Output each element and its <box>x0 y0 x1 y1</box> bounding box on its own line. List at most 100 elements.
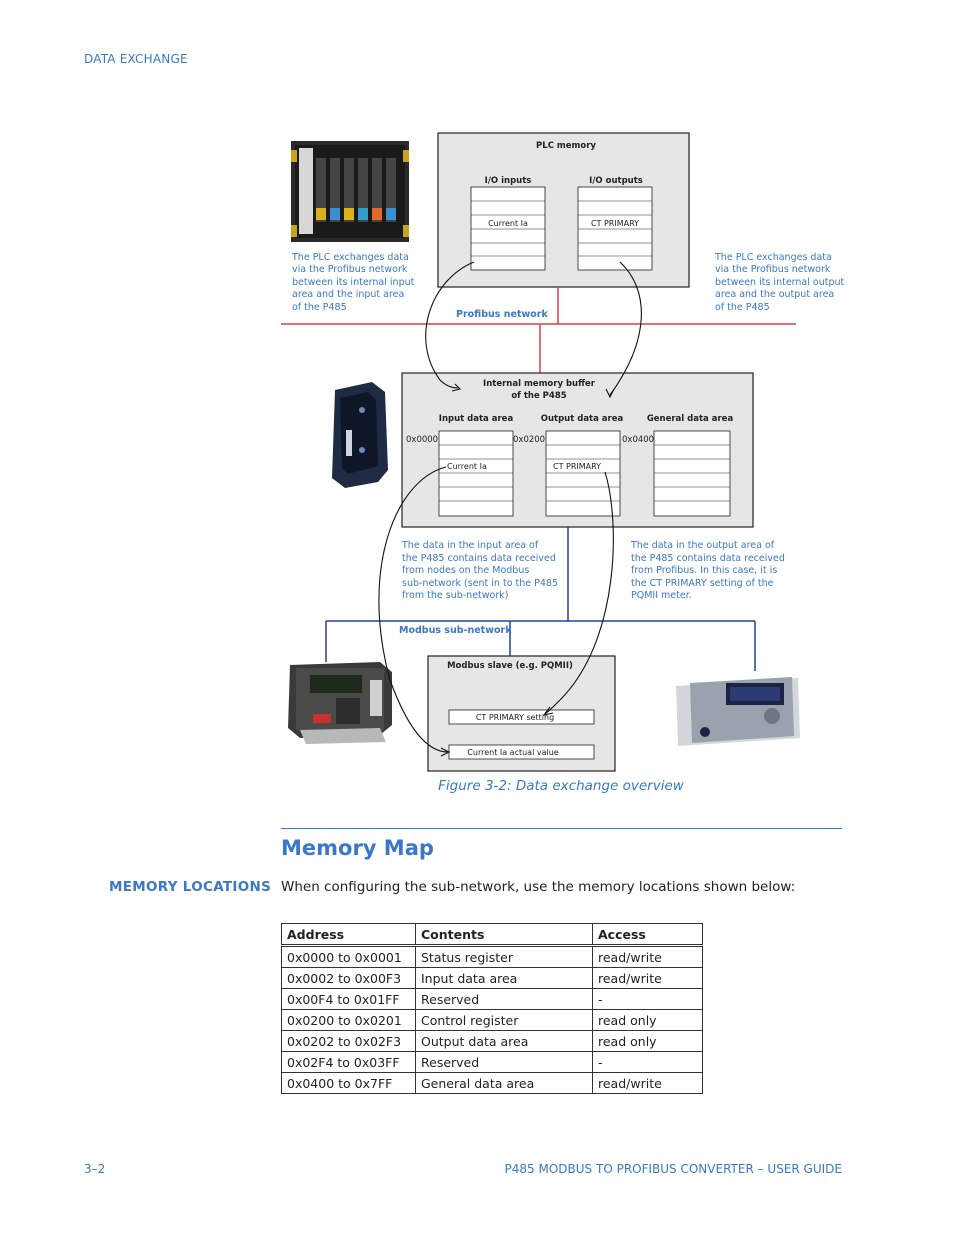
col-access: Access <box>592 923 703 947</box>
cell-access: read only <box>592 1009 703 1031</box>
note-input-line: the P485 contains data received <box>402 553 556 564</box>
note-right-line: of the P485 <box>715 302 770 313</box>
cell-contents: Control register <box>415 1009 593 1031</box>
output-area-table <box>545 430 621 517</box>
note-left-line: between its internal input <box>292 277 415 288</box>
note-right-line: area and the output area <box>715 289 834 300</box>
table-row: 0x0200 to 0x0201 Control register read o… <box>281 1009 703 1031</box>
addr-general: 0x0400 <box>622 435 654 445</box>
io-inputs-label: I/O inputs <box>485 176 532 186</box>
cell-access: read/write <box>592 967 703 989</box>
page-number: 3–2 <box>84 1162 106 1176</box>
io-inputs-table <box>470 186 546 271</box>
cell-contents: Reserved <box>415 988 593 1010</box>
memory-locations-table: Address Contents Access 0x0000 to 0x0001… <box>281 923 703 1094</box>
note-output-area: The data in the output area of the P485 … <box>630 540 785 601</box>
note-right-line: via the Profibus network <box>715 264 831 275</box>
cell-address: 0x00F4 to 0x01FF <box>281 988 416 1010</box>
cell-contents: Input data area <box>415 967 593 989</box>
table-row: 0x00F4 to 0x01FF Reserved - <box>281 988 703 1010</box>
footer-title: P485 MODBUS TO PROFIBUS CONVERTER – USER… <box>504 1162 842 1176</box>
note-left-line: via the Profibus network <box>292 264 408 275</box>
table-header-row: Address Contents Access <box>281 923 703 947</box>
plc-output-cell: CT PRIMARY <box>591 219 639 228</box>
table-row: 0x0002 to 0x00F3 Input data area read/wr… <box>281 967 703 989</box>
cell-address: 0x0400 to 0x7FF <box>281 1072 416 1094</box>
table-row: 0x0202 to 0x02F3 Output data area read o… <box>281 1030 703 1052</box>
cell-access: read/write <box>592 1072 703 1094</box>
note-left-line: area and the input area <box>292 289 404 300</box>
cell-address: 0x0002 to 0x00F3 <box>281 967 416 989</box>
note-input-line: from nodes on the Modbus <box>402 565 529 576</box>
section-title: Memory Map <box>281 836 434 860</box>
profibus-label: Profibus network <box>456 309 548 320</box>
plc-memory-box: PLC memory I/O inputs I/O outputs Curren… <box>437 132 690 288</box>
section-rule <box>281 828 842 829</box>
note-right: The PLC exchanges data via the Profibus … <box>714 252 845 313</box>
note-output-line: the P485 contains data received <box>631 553 785 564</box>
output-area-label: Output data area <box>541 414 624 424</box>
addr-input: 0x0000 <box>406 435 438 445</box>
data-exchange-diagram: PLC memory I/O inputs I/O outputs Curren… <box>281 132 845 772</box>
note-right-line: The PLC exchanges data <box>714 252 832 263</box>
io-outputs-label: I/O outputs <box>589 176 643 186</box>
cell-contents: Status register <box>415 945 593 968</box>
buffer-title-line1: Internal memory buffer <box>483 379 596 389</box>
p485-device-image <box>332 382 388 488</box>
cell-contents: Output data area <box>415 1030 593 1052</box>
general-area-table <box>653 430 731 517</box>
note-output-line: The data in the output area of <box>630 540 775 551</box>
figure-caption: Figure 3-2: Data exchange overview <box>438 778 684 794</box>
relay-device-image <box>288 662 392 744</box>
io-outputs-table <box>577 186 653 271</box>
table-row: 0x0400 to 0x7FF General data area read/w… <box>281 1072 703 1094</box>
table-row: 0x0000 to 0x0001 Status register read/wr… <box>281 945 703 968</box>
plc-memory-title: PLC memory <box>536 141 596 151</box>
cell-address: 0x0000 to 0x0001 <box>281 945 416 968</box>
note-right-line: between its internal output <box>715 277 845 288</box>
note-left-line: of the P485 <box>292 302 347 313</box>
slave-actual: Current Ia actual value <box>467 748 559 757</box>
buffer-input-cell: Current Ia <box>447 462 487 471</box>
cell-access: read/write <box>592 945 703 968</box>
note-input-area: The data in the input area of the P485 c… <box>401 540 558 601</box>
cell-address: 0x0200 to 0x0201 <box>281 1009 416 1031</box>
cell-address: 0x0202 to 0x02F3 <box>281 1030 416 1052</box>
note-input-line: sub-network (sent in to the P485 <box>402 578 558 589</box>
side-heading: MEMORY LOCATIONS <box>109 879 272 895</box>
data-flow-arrows <box>378 261 642 757</box>
note-input-line: from the sub-network) <box>402 590 508 601</box>
addr-output: 0x0200 <box>513 435 545 445</box>
note-output-line: from Profibus. In this case, it is <box>631 565 777 576</box>
cell-access: read only <box>592 1030 703 1052</box>
input-area-label: Input data area <box>439 414 514 424</box>
input-area-table <box>438 430 514 517</box>
modbus-network: Modbus sub-network <box>325 527 756 671</box>
note-output-line: the CT PRIMARY setting of the <box>631 578 774 589</box>
running-header: DATA EXCHANGE <box>84 52 188 66</box>
col-contents: Contents <box>415 923 593 947</box>
note-input-line: The data in the input area of <box>401 540 539 551</box>
table-row: 0x02F4 to 0x03FF Reserved - <box>281 1051 703 1073</box>
buffer-output-cell: CT PRIMARY <box>553 462 601 471</box>
note-left-line: The PLC exchanges data <box>291 252 409 263</box>
modbus-slave-box: Modbus slave (e.g. PQMII) CT PRIMARY set… <box>427 655 616 772</box>
modbus-label: Modbus sub-network <box>399 625 512 636</box>
col-address: Address <box>281 923 416 947</box>
slave-title: Modbus slave (e.g. PQMII) <box>447 661 573 671</box>
cell-access: - <box>592 1051 703 1073</box>
cell-access: - <box>592 988 703 1010</box>
plc-rack-image <box>291 141 409 242</box>
p485-memory-buffer: Internal memory buffer of the P485 Input… <box>401 372 754 528</box>
general-area-label: General data area <box>647 414 734 424</box>
cell-address: 0x02F4 to 0x03FF <box>281 1051 416 1073</box>
cell-contents: General data area <box>415 1072 593 1094</box>
note-output-line: PQMII meter. <box>631 590 692 601</box>
pqmii-meter-image <box>676 677 800 746</box>
profibus-network: Profibus network <box>281 287 796 373</box>
plc-input-cell: Current Ia <box>488 219 528 228</box>
buffer-title-line2: of the P485 <box>511 391 566 401</box>
intro-text: When configuring the sub-network, use th… <box>281 879 796 895</box>
note-left: The PLC exchanges data via the Profibus … <box>291 252 415 313</box>
slave-setting: CT PRIMARY setting <box>476 713 554 722</box>
